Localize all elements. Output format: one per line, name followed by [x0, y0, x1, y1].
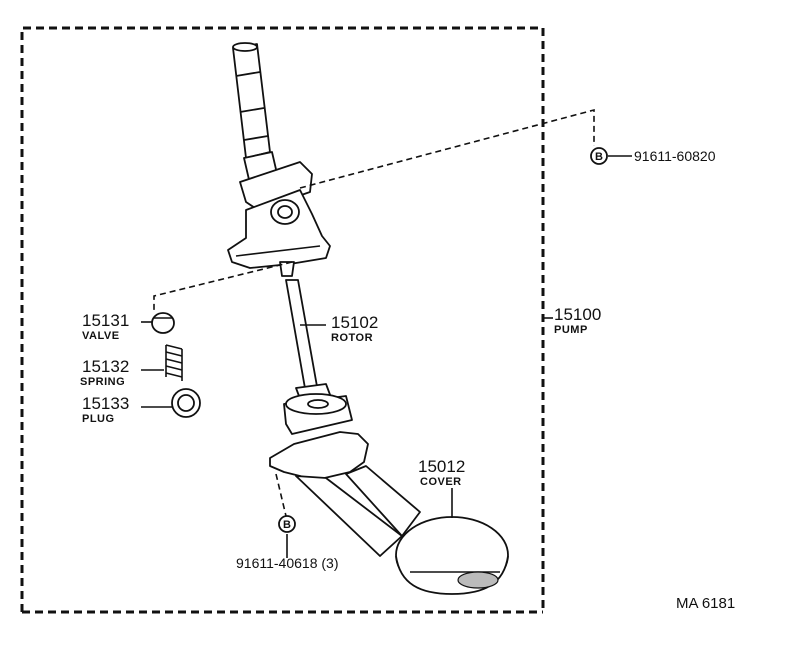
bolt-marker-bottom: B [283, 519, 291, 531]
cover-part-number: 15012 [418, 457, 465, 476]
cover-part-name: COVER [420, 476, 462, 488]
rotor-assembly [279, 261, 353, 435]
valve-part [151, 312, 175, 334]
spring-part [165, 344, 183, 381]
diagram-reference: MA 6181 [676, 595, 735, 612]
spring-part-number: 15132 [82, 357, 129, 376]
guide-lines [153, 108, 595, 517]
bolt-top-callout: B 91611-60820 [590, 147, 716, 165]
plug-part [171, 388, 201, 418]
pump-part-name: PUMP [554, 324, 588, 336]
plug-part-name: PLUG [82, 413, 115, 425]
bolt-top-number: 91611-60820 [634, 148, 716, 164]
bolt-marker-top: B [595, 151, 603, 163]
plug-part-number: 15133 [82, 394, 129, 413]
pump-body [227, 42, 331, 269]
rotor-part-name: ROTOR [331, 332, 373, 344]
leader-lines [141, 155, 632, 558]
valve-part-name: VALVE [82, 330, 120, 342]
strainer-cover [269, 431, 509, 595]
bolt-bottom-callout: B 91611-40618 (3) [236, 515, 338, 571]
spring-part-name: SPRING [80, 376, 125, 388]
valve-part-number: 15131 [82, 311, 129, 330]
rotor-part-number: 15102 [331, 313, 378, 332]
bolt-bottom-number: 91611-40618 (3) [236, 555, 338, 571]
pump-part-number: 15100 [554, 305, 601, 324]
assembly-frame [20, 26, 545, 614]
